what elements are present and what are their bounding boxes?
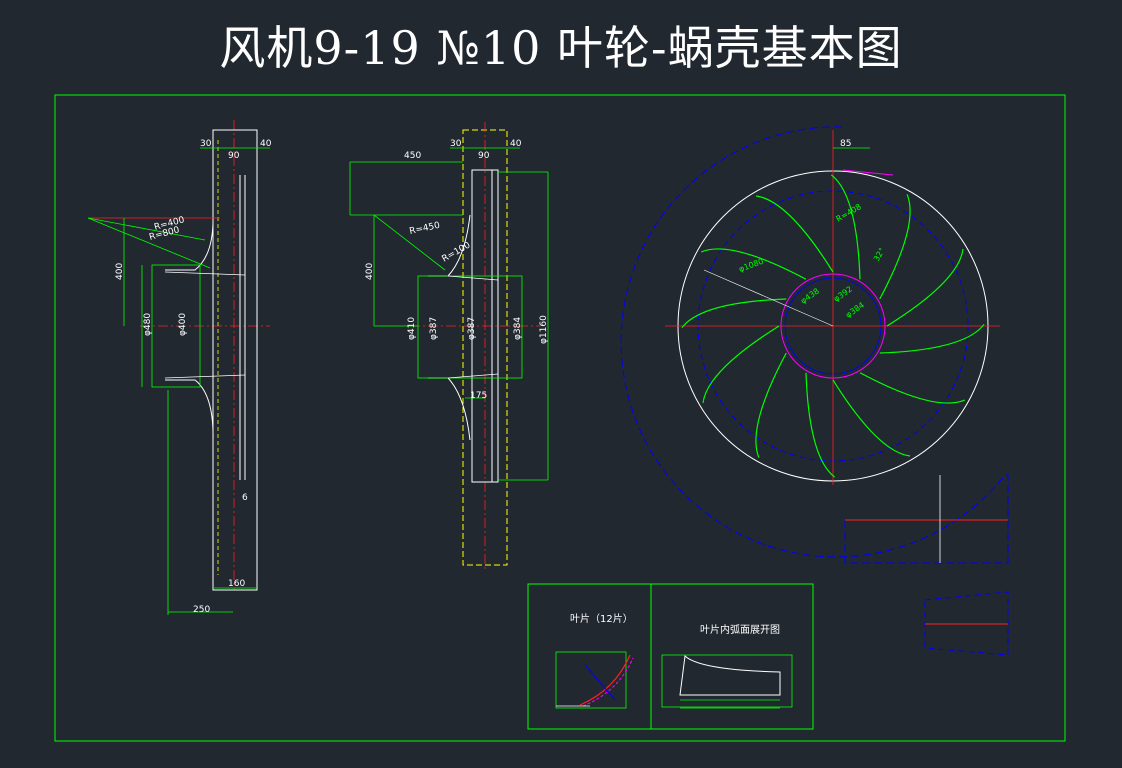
blade — [830, 174, 861, 280]
side1-dim-bottom-a: 160 — [228, 579, 245, 589]
side2-blade-bottom — [447, 373, 499, 379]
front-dim-r-blade: R=408 — [835, 202, 863, 224]
side1-dim-d2: φ400 — [178, 313, 188, 336]
side1-dim-bottom-b: 250 — [193, 605, 210, 615]
front-dim-angle: 32° — [872, 246, 887, 263]
side2-radius-line — [373, 214, 446, 271]
front-dim-top: 85 — [840, 139, 851, 149]
side2-hub-box — [417, 275, 523, 379]
side2-dim-top-b: 90 — [478, 151, 490, 161]
side1-dim-top-c: 40 — [260, 139, 272, 149]
blade-detail-arc-2 — [582, 657, 634, 707]
side1-dim-top-a: 30 — [200, 139, 212, 149]
front-dim-d-in2: φ384 — [844, 300, 866, 319]
blade — [805, 372, 836, 478]
side2-dim-d1: φ410 — [407, 317, 417, 340]
side2-dim-h: 400 — [365, 263, 375, 280]
side1-radius-line-1 — [87, 217, 211, 269]
side1-radius-line-2 — [87, 217, 206, 241]
detail-right-caption: 叶片内弧面展开图 — [700, 623, 780, 636]
front-view: 85 φ1080 φ438 φ392 φ384 R=408 32° — [620, 126, 1009, 564]
side1-inlet-lower — [165, 379, 214, 441]
blade-group — [681, 174, 985, 478]
blade — [701, 248, 807, 280]
blade — [755, 352, 787, 458]
side2-dim-d2: φ387 — [429, 317, 439, 340]
side2-dim-d5: φ1160 — [539, 315, 549, 344]
flange-outline — [924, 591, 1009, 656]
side2-inlet-lower — [428, 377, 471, 441]
front-dim-d-outer: φ1080 — [738, 257, 765, 274]
blade-detail-arc — [579, 654, 631, 706]
side-view-2: 450 30 90 40 R=450 R=100 400 φ410 φ387 φ… — [349, 122, 549, 570]
side-view-1: 30 90 40 R=400 R=800 400 φ480 φ400 160 2… — [87, 120, 272, 615]
front-dia-leader — [703, 269, 834, 327]
drawing-title: 风机9-19 №10 叶轮-蜗壳基本图 — [219, 21, 903, 75]
side2-dim-d4: φ384 — [513, 317, 523, 340]
side2-dim-r1: R=450 — [409, 221, 442, 237]
side2-dim-bot: 175 — [470, 391, 487, 401]
blade — [832, 379, 911, 457]
side2-blade-top — [447, 275, 499, 281]
volute-casing — [620, 126, 1009, 564]
side1-housing — [212, 129, 258, 591]
side1-dim-d1: φ480 — [143, 313, 153, 336]
detail-frame — [527, 583, 814, 730]
side1-blade-top — [164, 271, 246, 276]
blade-detail-box — [555, 651, 627, 709]
blade — [879, 323, 985, 354]
side1-dim-top-b: 90 — [228, 151, 240, 161]
blade — [886, 248, 964, 327]
drawing-frame — [54, 94, 1066, 742]
side2-dim-d3: φ387 — [467, 317, 477, 340]
blade — [879, 194, 911, 300]
blade — [755, 195, 834, 273]
detail-box: 叶片（12片） 叶片内弧面展开图 — [527, 583, 814, 730]
develop-outline — [679, 654, 781, 696]
side1-inlet-upper — [165, 214, 214, 271]
side1-blade-bottom — [164, 374, 246, 379]
side1-dim-h: 400 — [115, 263, 125, 280]
blade-detail-chord — [584, 664, 616, 701]
develop-detail-box — [661, 654, 793, 708]
side1-dim-thk: 6 — [242, 493, 248, 503]
front-dim-d-in1: φ392 — [832, 284, 854, 303]
outlet-flange-detail — [924, 591, 1009, 656]
side2-dim-top-c: 40 — [510, 139, 522, 149]
detail-left-caption: 叶片（12片） — [570, 612, 633, 625]
side2-dim-r2: R=100 — [441, 240, 473, 264]
side2-impeller — [471, 169, 499, 483]
blade — [702, 325, 780, 404]
tongue-mark — [842, 169, 894, 176]
side2-dim-top-w: 450 — [404, 151, 421, 161]
blade — [859, 372, 965, 404]
side1-hub-box — [151, 264, 201, 388]
blade — [681, 298, 787, 329]
side2-dim-top-a: 30 — [450, 139, 462, 149]
